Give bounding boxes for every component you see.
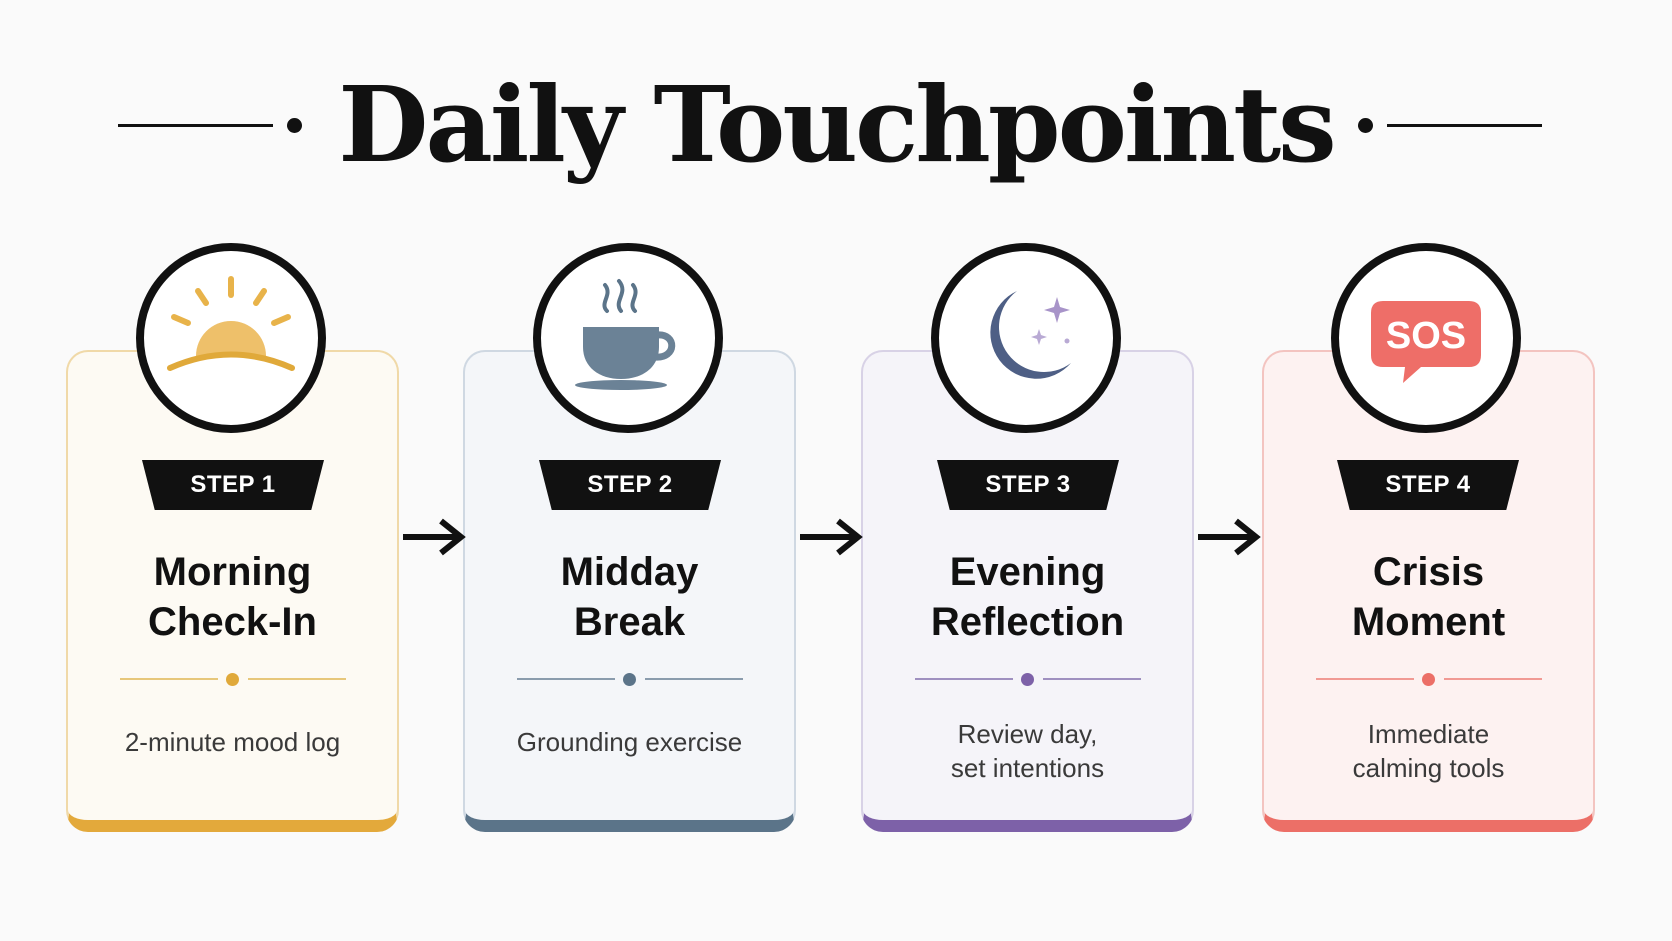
divider-dot: [623, 673, 636, 686]
arrow-right-icon: [403, 518, 466, 556]
coffee-cup-icon: [575, 279, 676, 390]
sunrise-icon: [167, 276, 295, 371]
step-3-badge: STEP 3: [937, 460, 1119, 510]
step-2-title: Midday Break: [560, 550, 699, 644]
page-title: Daily Touchpoints: [338, 63, 1336, 186]
arrow-right-icon: [800, 518, 863, 556]
title-rule-right: [1387, 124, 1542, 127]
divider-dot: [1422, 673, 1435, 686]
title-rule-left: [118, 124, 273, 127]
moon-stars-icon: [990, 291, 1071, 379]
sos-icon-text: SOS: [1386, 315, 1466, 357]
divider-dot: [1021, 673, 1034, 686]
title-row: Daily Touchpoints: [0, 60, 1672, 190]
step-4-badge: STEP 4: [1337, 460, 1519, 510]
arrow-right-icon: [1198, 518, 1261, 556]
step-2-badge: STEP 2: [539, 460, 721, 510]
step-4-icon-circle: SOS: [1331, 243, 1521, 433]
step-4-description: Immediate calming tools: [1352, 719, 1505, 783]
step-3-divider: [915, 672, 1141, 686]
step-1-icon-circle: [136, 243, 326, 433]
step-1-title: Morning Check-In: [148, 550, 317, 644]
step-2-icon-circle: [533, 243, 723, 433]
step-3-description: Review day, set intentions: [950, 719, 1105, 783]
title-dot-right: [1358, 118, 1373, 133]
step-1-divider: [120, 672, 346, 686]
step-4-divider: [1316, 672, 1542, 686]
title-dot-left: [287, 118, 302, 133]
step-3-icon-circle: [931, 243, 1121, 433]
step-2-divider: [517, 672, 743, 686]
step-3-title: Evening Reflection: [930, 550, 1125, 644]
step-1-badge: STEP 1: [142, 460, 324, 510]
step-1-description: 2-minute mood log: [124, 727, 341, 757]
sos-bubble-icon: SOS: [1371, 301, 1481, 383]
step-4-title: Crisis Moment: [1351, 550, 1506, 644]
divider-dot: [226, 673, 239, 686]
step-2-description: Grounding exercise: [516, 727, 743, 757]
